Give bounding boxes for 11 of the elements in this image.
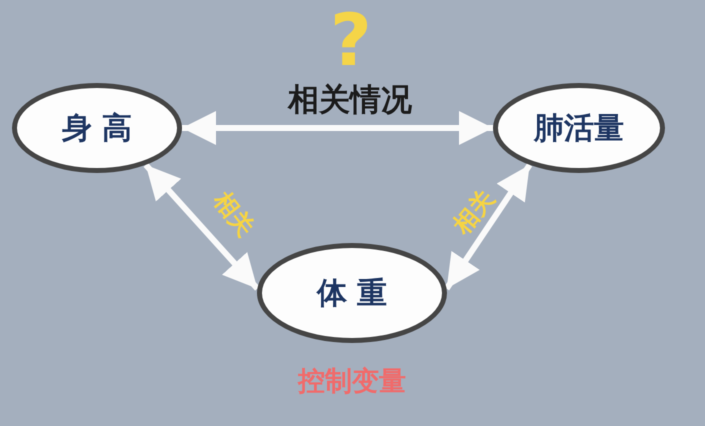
edge-label: 相关情况	[288, 81, 412, 120]
edge-label: 相关	[207, 185, 261, 243]
question-mark: ?	[330, 4, 372, 76]
double-arrow	[144, 162, 260, 291]
double-arrow	[182, 111, 493, 145]
node-label: 身 高	[62, 110, 132, 148]
double-arrow	[444, 163, 532, 290]
node-label: 肺活量	[534, 110, 624, 148]
node-caption: 控制变量	[298, 365, 406, 399]
edge-label: 相关	[446, 184, 502, 241]
node-label: 体 重	[316, 274, 388, 312]
